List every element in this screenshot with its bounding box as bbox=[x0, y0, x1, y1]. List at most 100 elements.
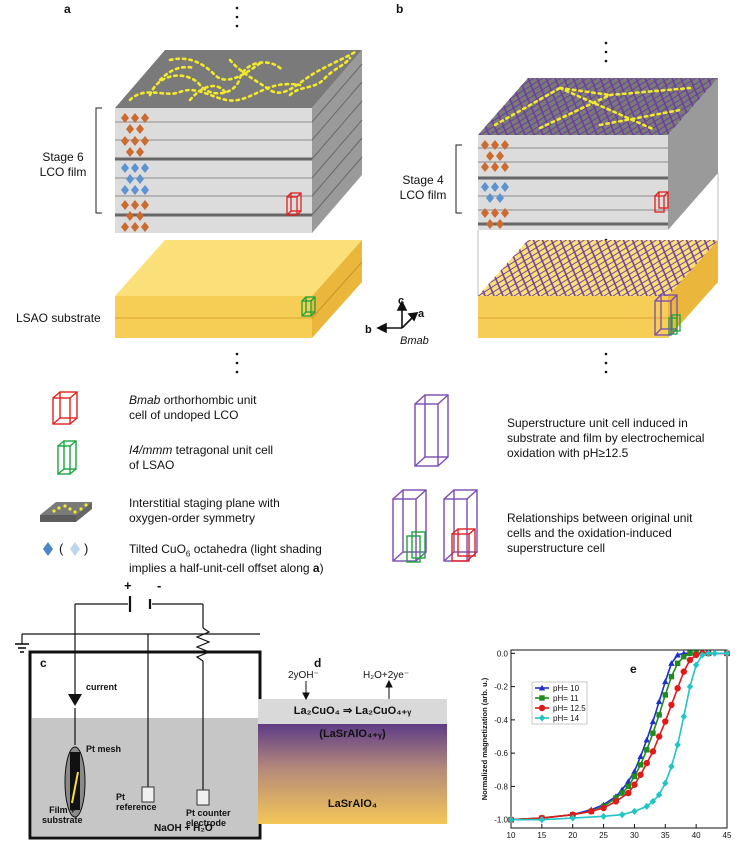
axis-group-label: Bmab bbox=[400, 335, 429, 347]
film-line1: Film + bbox=[49, 805, 76, 815]
data-point bbox=[662, 692, 669, 698]
data-point bbox=[619, 790, 625, 796]
film-substrate-label: Film + substrate bbox=[42, 805, 83, 825]
data-point bbox=[668, 673, 675, 680]
panel-label-d: d bbox=[314, 656, 322, 670]
d-reaction: La₂CuO₄ ⇒ La₂CuO₄₊ᵧ bbox=[293, 705, 412, 717]
legend-marker bbox=[538, 704, 546, 712]
data-point bbox=[662, 779, 669, 787]
pt-counter-line1: Pt counter bbox=[186, 808, 231, 818]
x-tick-label: 30 bbox=[630, 831, 639, 840]
panel-b-substrate-block bbox=[478, 240, 718, 338]
data-point bbox=[650, 730, 656, 736]
legend-purple-cell-icon bbox=[414, 394, 449, 467]
legend-red-cell-icon bbox=[52, 391, 78, 425]
legend-red-line2: cell of undoped LCO bbox=[129, 408, 239, 422]
axis-b-label: b bbox=[365, 324, 372, 336]
d-bottom: LaSrAlO₄ bbox=[327, 798, 378, 810]
data-point bbox=[686, 656, 694, 664]
stage6-line2: LCO film bbox=[39, 165, 87, 179]
series-3 bbox=[507, 649, 731, 824]
legend-rel-line1: Relationships between original unit bbox=[507, 511, 693, 525]
octahedra-stack-b bbox=[481, 140, 509, 229]
panel-c-cell bbox=[15, 596, 262, 840]
data-point bbox=[655, 791, 663, 799]
data-point bbox=[674, 741, 681, 749]
x-tick-label: 40 bbox=[692, 831, 701, 840]
d-left-top: 2yOH⁻ bbox=[288, 670, 319, 681]
legend-octa-sub: 6 bbox=[185, 549, 191, 559]
data-point bbox=[600, 812, 607, 820]
data-point bbox=[643, 736, 650, 743]
red-unit-cell-a bbox=[286, 192, 302, 216]
pt-reference-electrode bbox=[141, 786, 155, 803]
legend-staging-plane-icon bbox=[40, 502, 92, 522]
x-tick-label: 10 bbox=[507, 831, 516, 840]
data-point bbox=[618, 811, 626, 819]
data-point bbox=[569, 814, 576, 822]
d-middle: (LaSrAlO₄₊ᵧ) bbox=[319, 728, 386, 740]
data-point bbox=[538, 816, 546, 824]
stage4-bracket bbox=[455, 144, 462, 214]
stage4-line1: Stage 4 bbox=[402, 173, 444, 187]
legend-marker bbox=[539, 695, 545, 701]
legend-purple-line2: substrate and film by electrochemical bbox=[507, 431, 705, 445]
legend-octa-text: Tilted CuO6 octahedra (light shading imp… bbox=[129, 542, 369, 576]
legend-marker bbox=[538, 684, 546, 691]
y-tick-label: -1.0 bbox=[494, 816, 508, 825]
data-point bbox=[637, 753, 644, 760]
crystal-axes bbox=[376, 300, 419, 334]
octahedra-stack-a bbox=[121, 113, 149, 232]
data-point bbox=[680, 668, 687, 675]
plot-frame bbox=[510, 649, 728, 829]
legend-staging-text: Interstitial staging plane with oxygen-o… bbox=[129, 496, 359, 526]
legend-entry: pH= 14 bbox=[535, 714, 580, 723]
data-point bbox=[655, 733, 663, 740]
legend-purple-line1: Superstructure unit cell induced in bbox=[507, 416, 688, 430]
legend-purple-text: Superstructure unit cell induced in subs… bbox=[507, 416, 737, 461]
data-point bbox=[637, 771, 644, 778]
current-arrow-icon bbox=[68, 694, 82, 706]
x-tick-label: 15 bbox=[537, 831, 546, 840]
legend-entry: pH= 10 bbox=[535, 684, 580, 693]
data-point bbox=[687, 650, 693, 657]
panel-b-film-block bbox=[478, 78, 718, 230]
legend-octa-b: octahedra (light shading bbox=[190, 542, 322, 556]
data-point bbox=[588, 808, 595, 815]
data-point bbox=[656, 712, 662, 718]
legend-green-line2: of LSAO bbox=[129, 458, 175, 472]
data-point bbox=[668, 660, 675, 666]
legend-label: pH= 14 bbox=[553, 714, 580, 723]
film-arrow bbox=[71, 771, 79, 804]
data-point bbox=[655, 698, 663, 705]
legend-rel-line2: cells and the oxidation-induced bbox=[507, 526, 672, 540]
data-point bbox=[705, 649, 712, 657]
stage4-line2: LCO film bbox=[399, 188, 447, 202]
panel-label-b: b bbox=[396, 2, 404, 16]
legend-relationship-text: Relationships between original unit cell… bbox=[507, 511, 737, 556]
data-point bbox=[612, 798, 620, 805]
data-point bbox=[625, 783, 631, 790]
y-tick-label: -0.6 bbox=[494, 749, 508, 758]
data-point bbox=[649, 797, 657, 805]
legend-octa-paren-open: ( bbox=[59, 541, 64, 556]
legend-marker bbox=[538, 714, 546, 722]
axis-c-label: c bbox=[398, 295, 405, 307]
data-point bbox=[711, 649, 718, 657]
stage4-label: Stage 4 LCO film bbox=[394, 173, 452, 203]
data-point bbox=[637, 762, 644, 768]
data-point bbox=[674, 660, 681, 667]
data-point bbox=[674, 651, 681, 658]
data-point bbox=[643, 759, 650, 767]
panel-label-c: c bbox=[40, 656, 47, 670]
data-point bbox=[680, 713, 687, 721]
battery-minus: - bbox=[157, 578, 162, 593]
film-line2: substrate bbox=[42, 815, 83, 825]
battery-plus: + bbox=[124, 578, 132, 593]
pt-reference-line1: Pt bbox=[116, 792, 125, 802]
legend-purple-line3: oxidation with pH≥12.5 bbox=[507, 446, 629, 460]
panel-label-e: e bbox=[630, 662, 637, 676]
magnetization-chart: 10152025303540450.0-0.2-0.4-0.6-0.8-1.0T… bbox=[480, 649, 732, 840]
